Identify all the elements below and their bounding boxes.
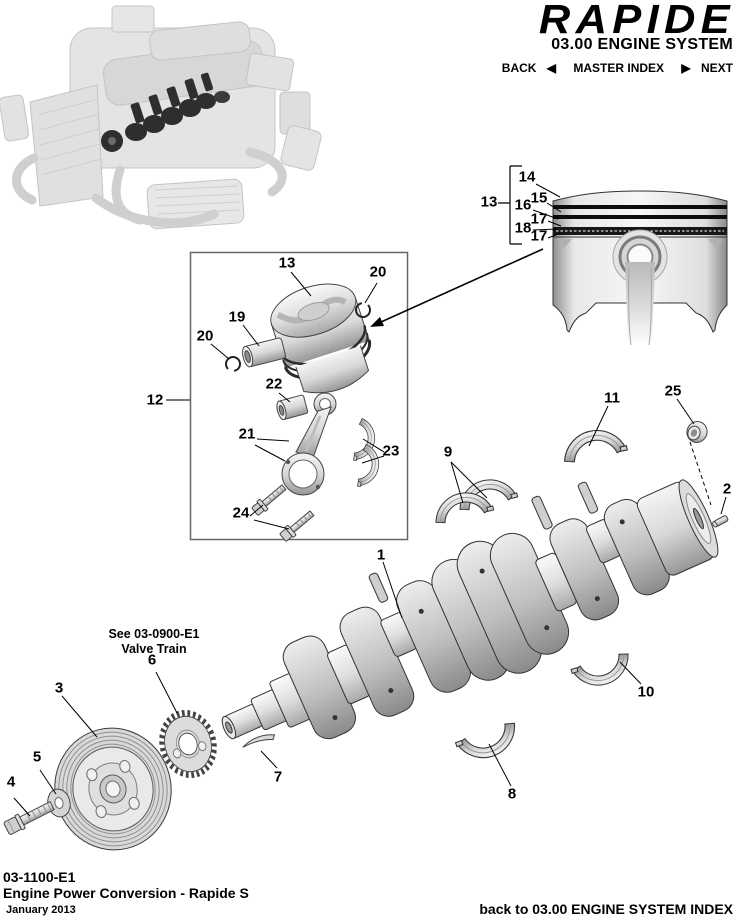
valve-train-note: See 03-0900-E1 Valve Train xyxy=(103,627,205,657)
callout-17-upper: 17 xyxy=(530,210,548,228)
leader-lines xyxy=(13,183,727,817)
pilot-bushing-illustration xyxy=(686,421,708,443)
callout-12: 12 xyxy=(146,391,164,409)
note-line-2: Valve Train xyxy=(121,642,187,656)
callout-24: 24 xyxy=(232,504,250,522)
detail-arrow xyxy=(370,248,544,327)
piston-rings-detail-illustration xyxy=(552,190,728,346)
bolt-illustration xyxy=(3,800,55,835)
back-to-index-link[interactable]: back to 03.00 ENGINE SYSTEM INDEX xyxy=(479,901,733,917)
nav-back-arrow-icon[interactable]: ◀ xyxy=(546,61,557,75)
callout-13-detail: 13 xyxy=(480,193,498,211)
callout-9: 9 xyxy=(443,443,453,461)
callout-15: 15 xyxy=(530,189,548,207)
callout-22: 22 xyxy=(265,375,283,393)
ring-callout-bracket xyxy=(498,165,522,245)
nav-next-link[interactable]: NEXT xyxy=(700,61,733,75)
woodruff-key-illustration xyxy=(242,734,276,748)
nav-master-index-link[interactable]: MASTER INDEX xyxy=(573,61,665,75)
callout-13-box: 13 xyxy=(278,254,296,272)
piston-assembly-box xyxy=(189,251,409,542)
doc-title: Engine Power Conversion - Rapide S xyxy=(3,885,249,901)
engine-overview-illustration xyxy=(0,5,322,230)
highlighted-crank-parts xyxy=(101,72,230,152)
header-nav: BACK ◀ MASTER INDEX ▶ NEXT xyxy=(502,61,733,75)
callout-5: 5 xyxy=(32,748,42,766)
callout-14: 14 xyxy=(518,168,536,186)
callout-6: 6 xyxy=(147,651,157,669)
dowel-pin-illustration xyxy=(712,515,729,528)
callout-1: 1 xyxy=(376,546,386,564)
callout-25: 25 xyxy=(664,382,682,400)
sprocket-illustration xyxy=(159,709,217,779)
section-title: 03.00 ENGINE SYSTEM xyxy=(551,36,733,53)
callout-16: 16 xyxy=(514,196,532,214)
box-border xyxy=(189,251,409,541)
callout-8: 8 xyxy=(507,785,517,803)
callout-20-right: 20 xyxy=(369,263,387,281)
brand-logo: RAPIDE xyxy=(538,0,735,42)
callout-23: 23 xyxy=(382,442,400,460)
callout-10: 10 xyxy=(637,683,655,701)
doc-number: 03-1100-E1 xyxy=(3,869,76,885)
callout-11: 11 xyxy=(604,389,620,407)
callout-3: 3 xyxy=(54,679,64,697)
callout-17-lower: 17 xyxy=(530,227,548,245)
nav-back-link[interactable]: BACK xyxy=(501,61,537,75)
crankshaft-illustration xyxy=(221,479,719,740)
callout-2: 2 xyxy=(722,480,732,498)
note-line-1: See 03-0900-E1 xyxy=(108,627,200,641)
doc-date: January 2013 xyxy=(6,904,76,916)
callout-4: 4 xyxy=(6,773,16,791)
callout-21: 21 xyxy=(238,425,256,443)
callout-7: 7 xyxy=(273,768,283,786)
callout-19: 19 xyxy=(228,308,246,326)
callout-18: 18 xyxy=(514,219,532,237)
nav-next-arrow-icon[interactable]: ▶ xyxy=(681,61,691,75)
callout-20-left: 20 xyxy=(196,327,214,345)
